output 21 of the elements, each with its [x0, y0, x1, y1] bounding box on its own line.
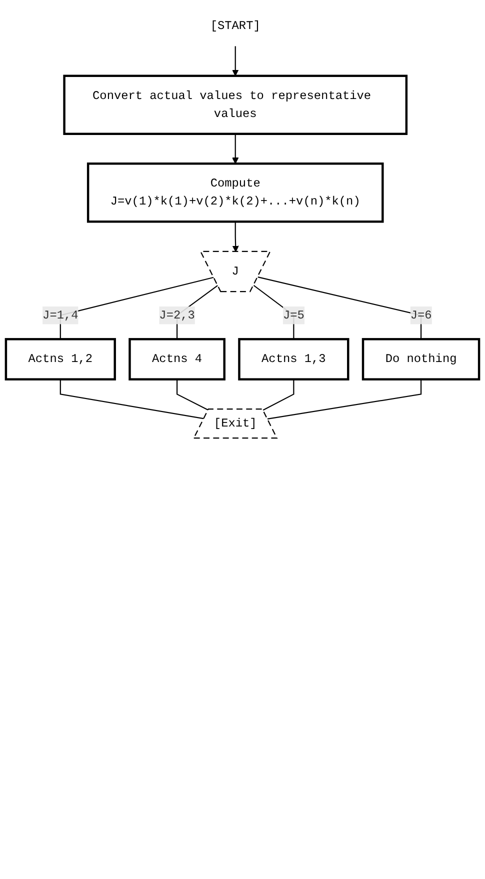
node-box: Actns 1,2 [4, 338, 116, 380]
edge-label: J=5 [282, 308, 304, 322]
connector [253, 284, 294, 340]
connector [258, 276, 422, 340]
connector [60, 379, 204, 420]
edge-label: J=2,3 [159, 308, 195, 322]
arrow [232, 46, 239, 76]
node-box: Do nothing [362, 338, 480, 380]
edge-label: J=1,4 [42, 308, 78, 322]
node-box: Convert actual values to representative values [63, 74, 408, 135]
edge-label: J=6 [410, 308, 432, 322]
arrow [232, 134, 239, 164]
connector [176, 379, 209, 411]
node-box: Compute J=v(1)*k(1)+v(2)*k(2)+...+v(n)*k(n) [86, 162, 384, 223]
connector [262, 379, 294, 411]
connector [60, 276, 214, 340]
connector [267, 379, 422, 420]
arrow [232, 222, 239, 252]
node-box: Actns 1,3 [238, 338, 350, 380]
node-text: [START] [210, 19, 260, 33]
node-box: Actns 4 [128, 338, 226, 380]
